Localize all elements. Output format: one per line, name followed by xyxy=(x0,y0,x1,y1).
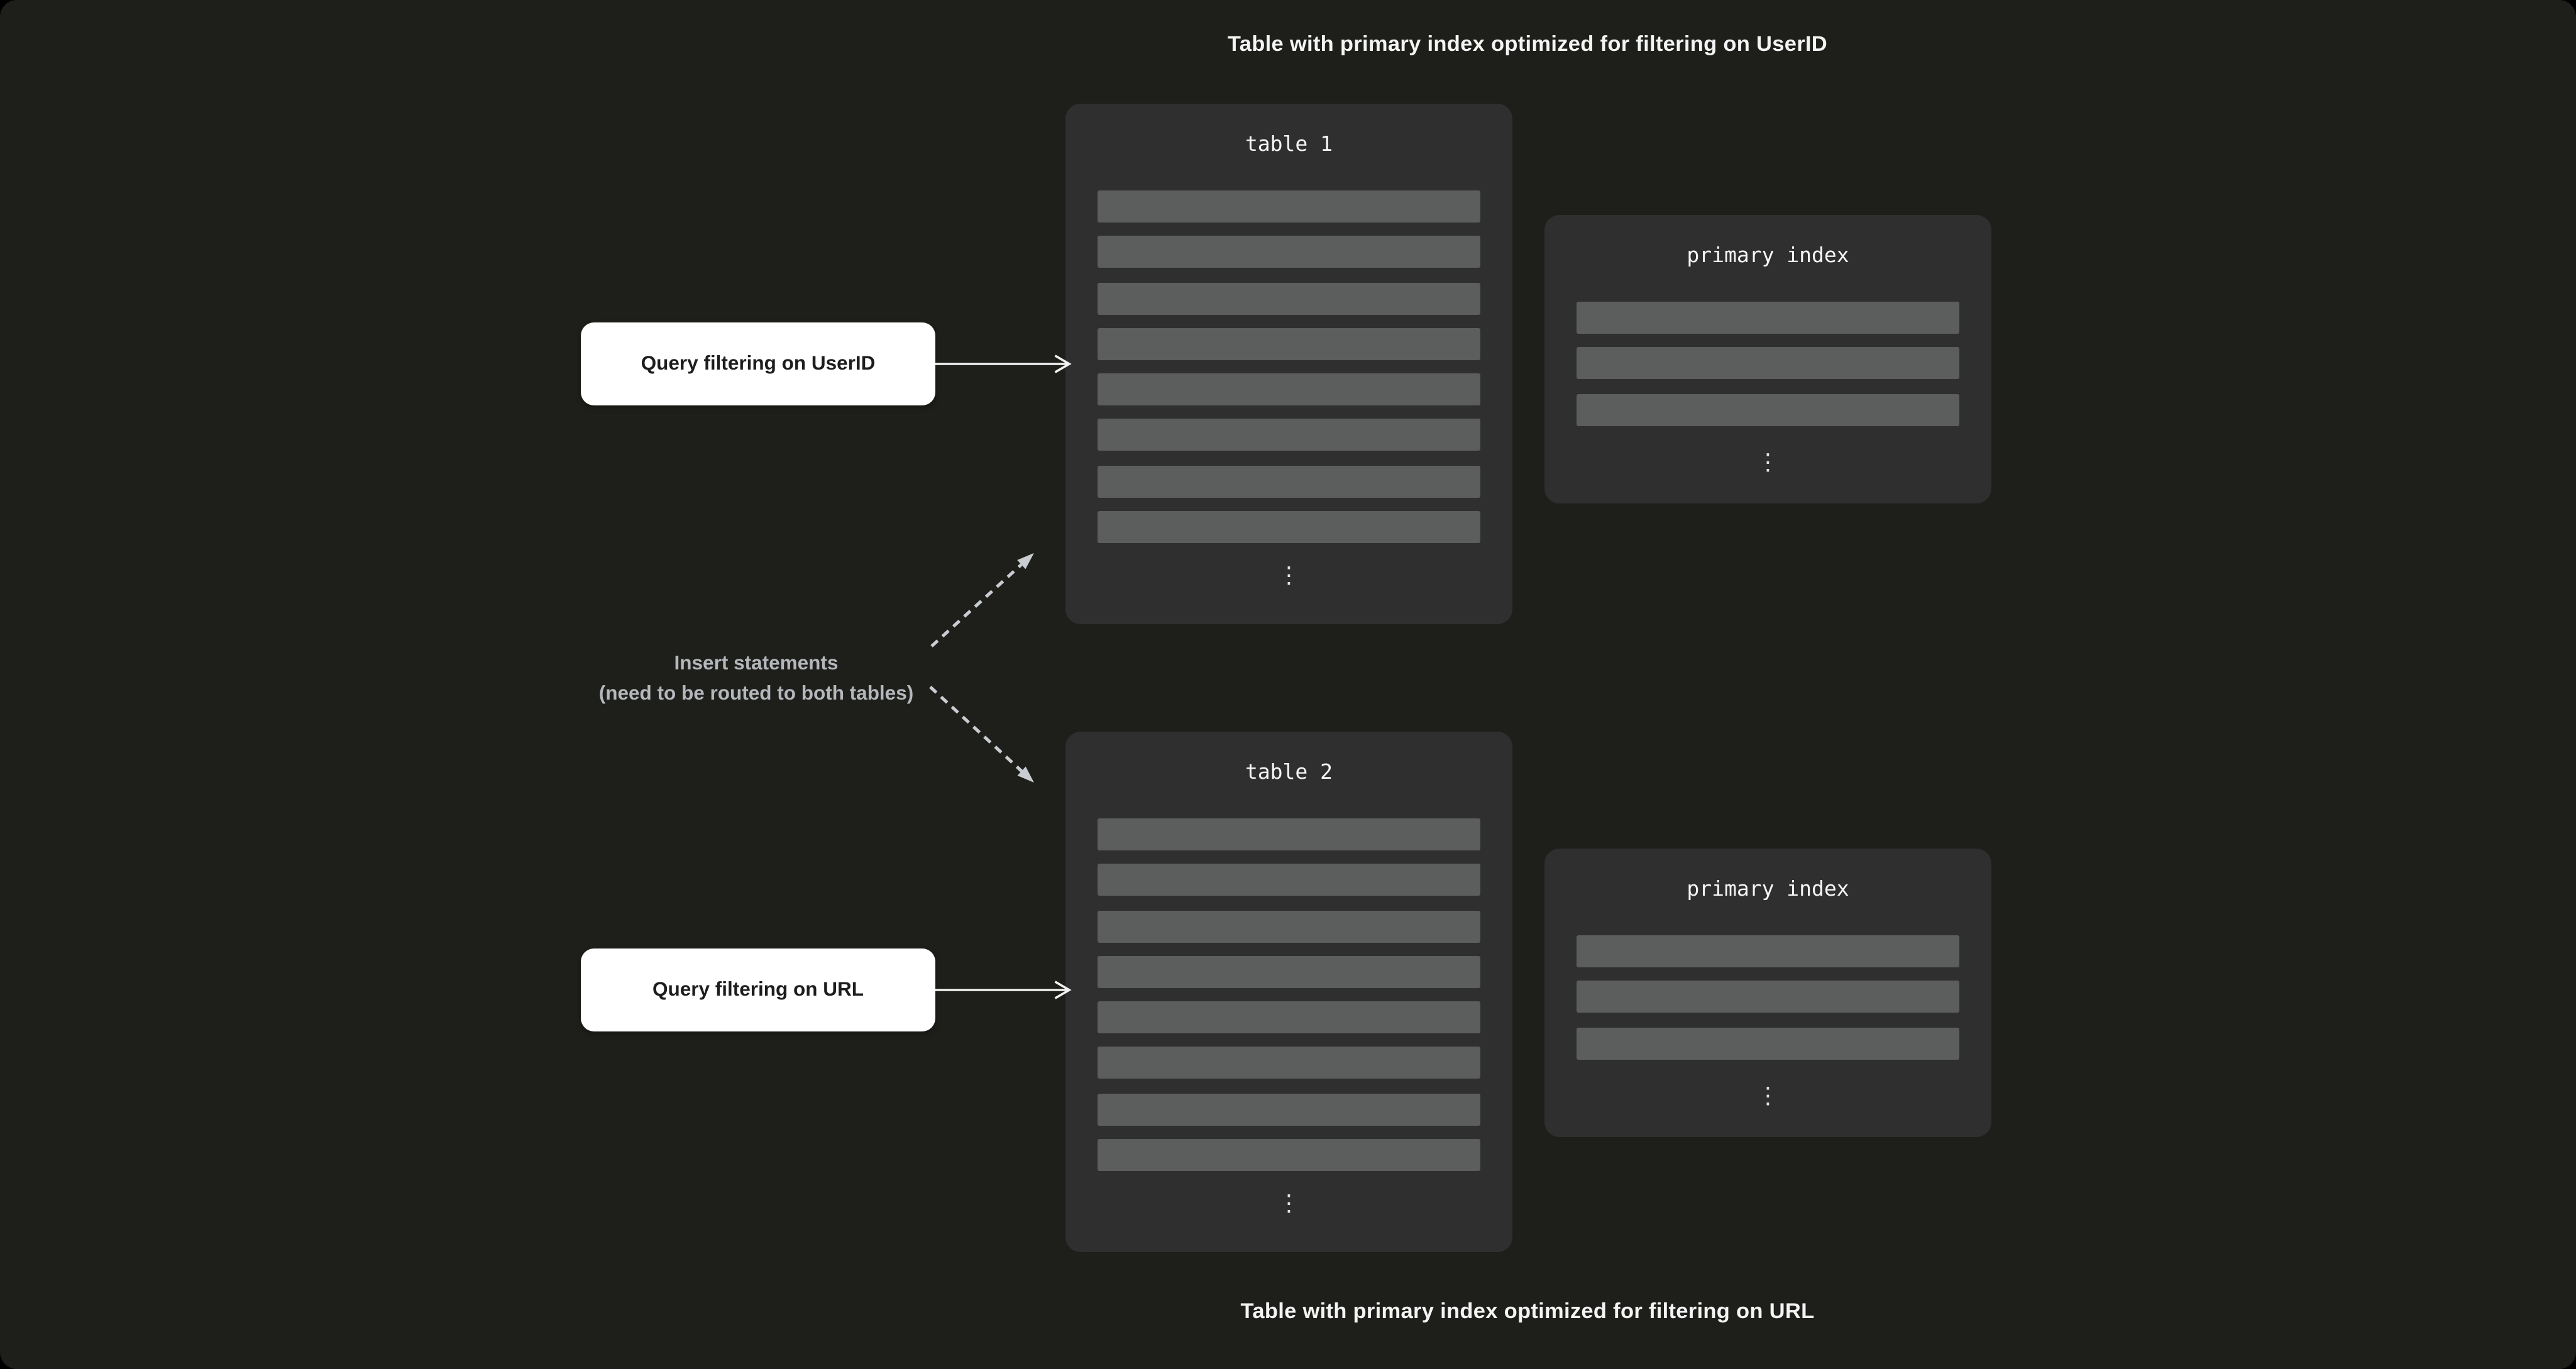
table-row xyxy=(1098,236,1480,268)
vertical-ellipsis-icon: ⋮ xyxy=(1756,449,1780,475)
table-2-card: table 2 ⋮ xyxy=(1065,732,1512,1252)
table-row xyxy=(1098,373,1480,406)
table-1-rows xyxy=(1098,190,1480,544)
index-row xyxy=(1577,347,1959,380)
index-row xyxy=(1577,302,1959,334)
table-1-card: table 1 ⋮ xyxy=(1065,104,1512,624)
insert-note-line1: Insert statements xyxy=(674,652,839,675)
table-row xyxy=(1098,327,1480,360)
query-url-arrow xyxy=(935,981,1072,999)
table-row xyxy=(1098,190,1480,223)
insert-arrows xyxy=(929,553,1034,783)
table-row xyxy=(1098,282,1480,314)
insert-note-line2: (need to be routed to both tables) xyxy=(598,683,914,705)
table-row xyxy=(1098,1001,1480,1034)
table-2-title: table 2 xyxy=(1245,760,1333,784)
insert-arrow-down-icon xyxy=(929,686,1034,783)
index-row xyxy=(1577,1026,1959,1059)
table-row xyxy=(1098,465,1480,498)
insert-arrow-up-icon xyxy=(930,553,1034,647)
primary-index-1-title: primary index xyxy=(1687,243,1849,268)
query-userid-label: Query filtering on UserID xyxy=(641,353,876,375)
table-row xyxy=(1098,910,1480,942)
table-row xyxy=(1098,1139,1480,1172)
table-row xyxy=(1098,955,1480,988)
caption-top: Table with primary index optimized for f… xyxy=(1227,34,1828,57)
primary-index-1-rows xyxy=(1577,302,1959,426)
primary-index-2-rows xyxy=(1577,935,1959,1059)
table-2-rows xyxy=(1098,818,1480,1172)
table-row xyxy=(1098,864,1480,896)
index-row xyxy=(1577,981,1959,1013)
vertical-ellipsis-icon: ⋮ xyxy=(1277,1190,1301,1216)
vertical-ellipsis-icon: ⋮ xyxy=(1277,562,1301,588)
insert-note: Insert statements (need to be routed to … xyxy=(473,649,1039,709)
caption-bottom: Table with primary index optimized for f… xyxy=(1240,1301,1815,1324)
table-row xyxy=(1098,1093,1480,1126)
query-url-callout: Query filtering on URL xyxy=(581,948,935,1031)
table-row xyxy=(1098,511,1480,544)
index-row xyxy=(1577,935,1959,967)
table-row xyxy=(1098,818,1480,850)
table-row xyxy=(1098,1047,1480,1080)
primary-index-1-card: primary index ⋮ xyxy=(1544,215,1991,503)
table-1-title: table 1 xyxy=(1245,132,1333,157)
vertical-ellipsis-icon: ⋮ xyxy=(1756,1082,1780,1109)
index-row xyxy=(1577,393,1959,426)
query-userid-callout: Query filtering on UserID xyxy=(581,322,935,405)
query-userid-arrow xyxy=(935,355,1072,373)
table-row xyxy=(1098,419,1480,452)
primary-index-2-title: primary index xyxy=(1687,877,1849,901)
query-url-label: Query filtering on URL xyxy=(652,979,864,1001)
primary-index-2-card: primary index ⋮ xyxy=(1544,849,1991,1137)
